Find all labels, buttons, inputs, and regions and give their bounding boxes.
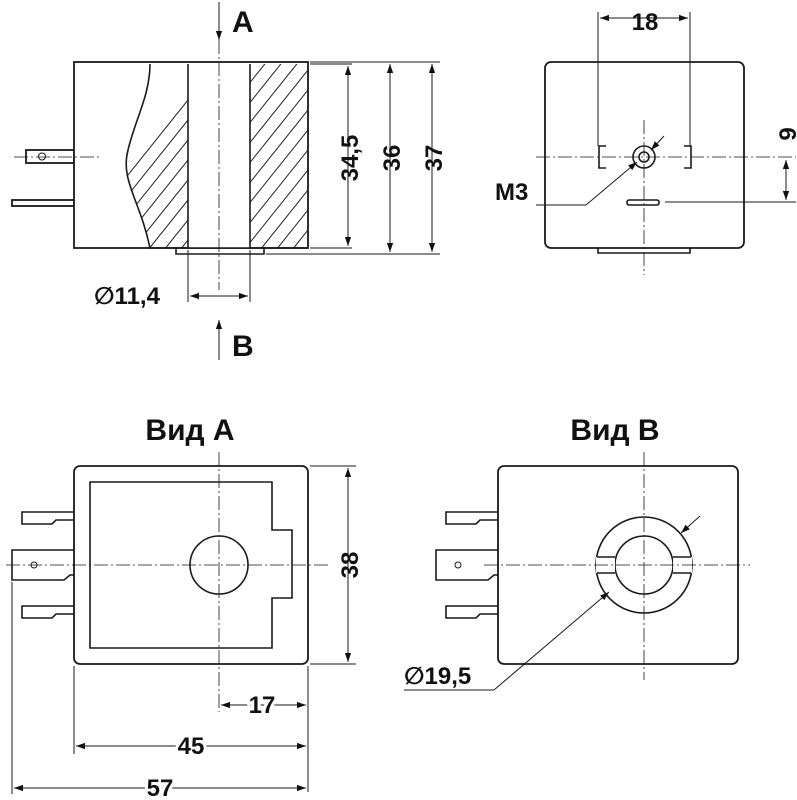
dim-bore-11-4: ∅11,4 [94,283,161,310]
view-a-title: Вид A [145,414,234,447]
view-b-title: Вид B [570,414,659,447]
bottom-slot [626,199,660,206]
dim-18: 18 [632,9,659,36]
view-b-pins [435,511,498,619]
inner-outline [89,481,293,649]
terminal-pins [11,149,75,207]
view-arrow-a-label: A [232,6,254,39]
bottom-flange [175,248,265,255]
section-view: A B 34,5 36 37 ∅11,4 [11,2,448,363]
top-side-view: 18 9 M3 [495,9,797,275]
coil-body-top [544,61,745,249]
dim-57: 57 [147,775,174,800]
height-dimensions: 34,5 36 37 [266,61,448,255]
thread-m3: M3 [495,179,528,206]
view-arrow-b-label: B [232,330,254,363]
dim-17: 17 [249,692,276,719]
view-a: Вид A 38 17 45 57 [6,414,364,800]
break-line [125,63,151,249]
dim-36: 36 [379,145,406,172]
view-a-pins [11,511,74,619]
dim-38: 38 [337,552,364,579]
view-b: Вид B ∅19,5 [404,414,750,691]
dim-bore-19-5: ∅19,5 [404,663,471,690]
dim-9: 9 [775,127,797,140]
bore-dimension: ∅11,4 [94,250,251,310]
dim-45: 45 [178,733,205,760]
dim-34-5: 34,5 [337,135,364,182]
dim-37: 37 [421,145,448,172]
